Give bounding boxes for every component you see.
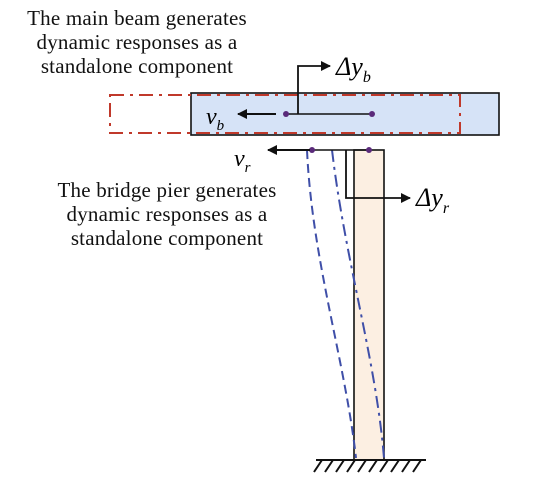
pier-displacement-symbol: Δy [415,183,443,212]
pier-displacement-label: Δyr [415,183,450,217]
ground-support-hatch [313,459,426,473]
beam-caption: The main beam generates dynamic response… [27,6,247,78]
pier-velocity-label: vr [234,146,251,176]
pier-deflection-curve-left [306,149,357,459]
beam-displaced-outline [109,94,461,134]
beam-displacement-subscript: b [363,69,371,86]
pier-velocity-subscript: r [245,160,251,176]
pier-caption: The bridge pier generates dynamic respon… [57,178,277,250]
beam-velocity-symbol: v [206,104,217,130]
pier-deflection-curve-right [331,149,385,459]
beam-velocity-subscript: b [217,118,225,134]
beam-displacement-label: Δyb [335,52,371,86]
pier-point-right [366,147,372,153]
pier-displacement-arrow [345,150,411,203]
pier-displacement-subscript: r [443,200,450,217]
pier-velocity-symbol: v [234,146,245,172]
beam-point-right [369,111,375,117]
beam-point-left [283,111,289,117]
beam-displacement-arrow [297,61,331,114]
pier-point-left [309,147,315,153]
beam-displacement-symbol: Δy [335,52,363,81]
beam-velocity-label: vb [206,104,225,134]
